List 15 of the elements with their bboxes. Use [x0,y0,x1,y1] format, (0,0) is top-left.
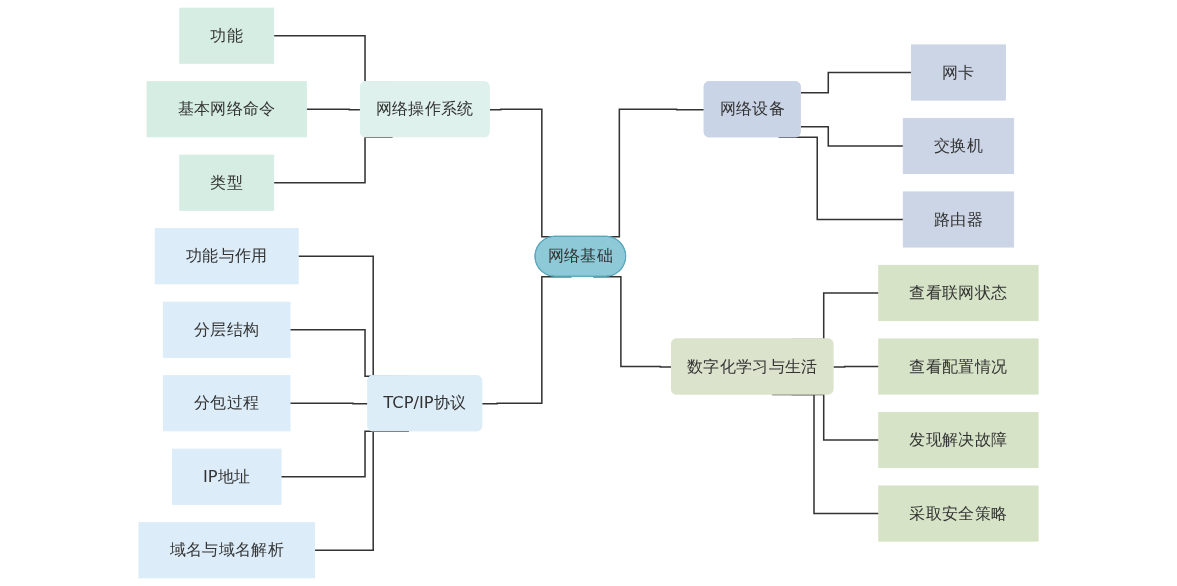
node-box: 基本网络命令 [146,81,307,138]
node-box: 分包过程 [162,375,291,432]
node-box: 查看联网状态 [878,264,1039,322]
node-box: IP地址 [171,448,282,505]
node-box: 路由器 [902,191,1015,248]
node-box: 网卡 [910,44,1006,101]
node-box: 功能与作用 [154,228,299,285]
node-box: 交换机 [902,117,1015,175]
node-box: 查看配置情况 [878,338,1039,395]
node-box: 发现解决故障 [878,411,1039,469]
node-box: 功能 [179,7,275,64]
node-box: 采取安全策略 [878,485,1039,542]
node-box: 域名与域名解析 [138,522,316,579]
node-box: 类型 [179,154,275,211]
node-box: 分层结构 [162,301,291,358]
